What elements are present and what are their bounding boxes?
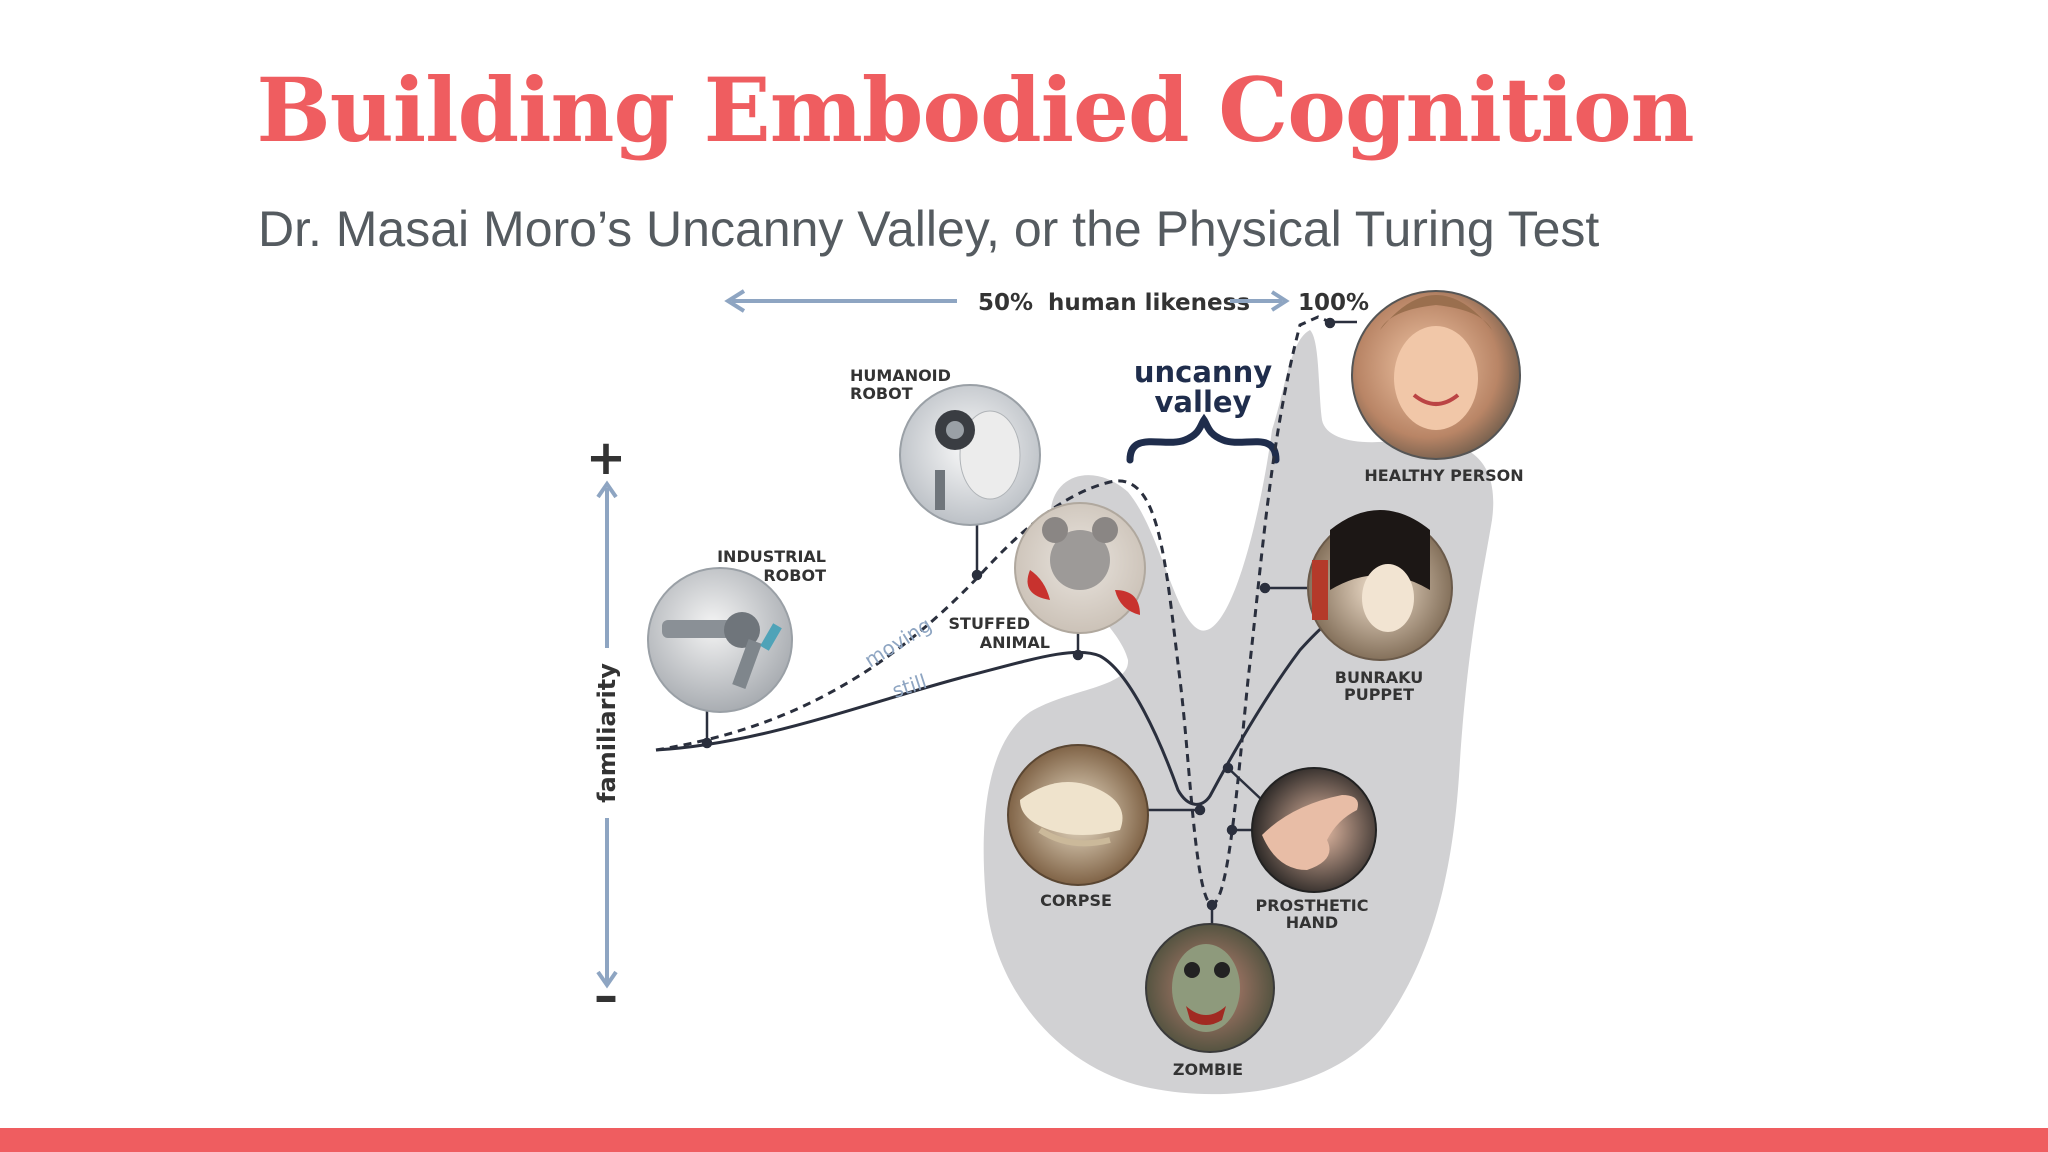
healthy-person-label: HEALTHY PERSON — [1364, 466, 1523, 485]
prosthetic-hand-label-2: HAND — [1286, 913, 1338, 932]
stuffed-animal-image — [1014, 502, 1146, 634]
connectors — [701, 317, 1357, 925]
slide-title: Building Embodied Cognition — [256, 58, 1694, 162]
stuffed-animal-label-2: ANIMAL — [980, 633, 1050, 652]
bunraku-puppet-label-1: BUNRAKU — [1335, 668, 1423, 687]
familiarity-axis: + familiarity – — [586, 430, 626, 1024]
svg-text:valley: valley — [1155, 385, 1252, 419]
industrial-robot-image — [647, 567, 793, 713]
corpse-image — [1007, 744, 1149, 886]
corpse-label: CORPSE — [1040, 891, 1112, 910]
familiarity-label: familiarity — [593, 663, 621, 803]
bunraku-puppet-image — [1307, 510, 1453, 661]
svg-text:uncanny: uncanny — [1134, 355, 1272, 389]
slide-subtitle: Dr. Masai Moro’s Uncanny Valley, or the … — [258, 201, 1600, 257]
axis-50-label: 50% — [978, 290, 1033, 316]
bunraku-puppet-label-2: PUPPET — [1344, 685, 1414, 704]
humanoid-robot-image — [899, 384, 1041, 526]
stuffed-animal-label-1: STUFFED — [949, 614, 1031, 633]
prosthetic-hand-label-1: PROSTHETIC — [1255, 896, 1368, 915]
zombie-image — [1145, 923, 1275, 1053]
still-label: still — [889, 669, 930, 703]
industrial-robot-label-2: ROBOT — [763, 566, 826, 585]
human-likeness-axis: 50% human likeness 100% — [724, 289, 1369, 316]
moving-label: moving — [860, 612, 936, 672]
moving-curve — [655, 315, 1331, 907]
zombie-label: ZOMBIE — [1173, 1060, 1243, 1079]
still-curve — [655, 616, 1336, 806]
uncanny-valley-label: uncanny valley — [1126, 355, 1280, 464]
familiarity-plus: + — [586, 430, 626, 486]
industrial-robot-label-1: INDUSTRIAL — [717, 547, 826, 566]
item-labels: INDUSTRIAL ROBOT HUMANOID ROBOT STUFFED … — [717, 366, 1524, 1079]
familiarity-minus: – — [594, 968, 618, 1024]
humanoid-robot-label-2: ROBOT — [850, 384, 913, 403]
axis-100-label: 100% — [1298, 290, 1369, 316]
human-likeness-label: human likeness — [1048, 290, 1250, 316]
valley-brace — [1126, 413, 1280, 464]
prosthetic-hand-image — [1251, 767, 1377, 893]
humanoid-robot-label-1: HUMANOID — [850, 366, 951, 385]
footer-accent-bar — [0, 1128, 2048, 1152]
healthy-person-image — [1351, 290, 1521, 460]
